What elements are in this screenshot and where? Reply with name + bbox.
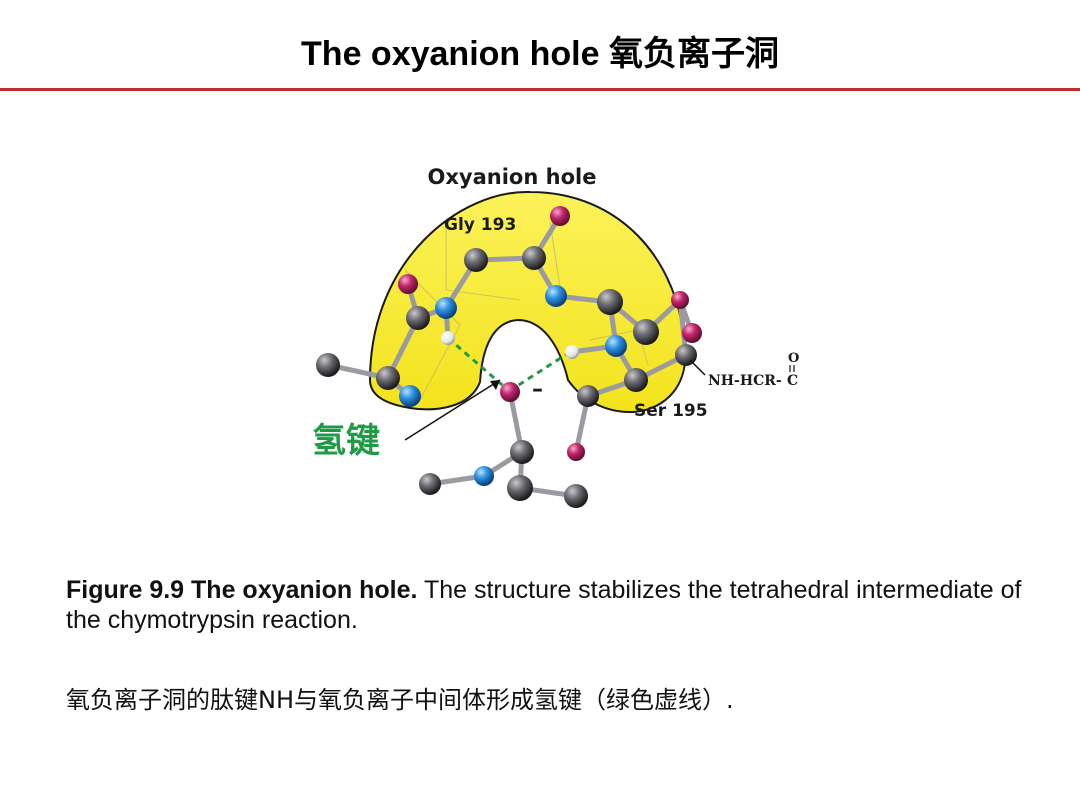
- slide-title: The oxyanion hole 氧负离子洞: [301, 35, 779, 73]
- oxyanion-hole-diagram: Oxyanion hole Gly 193 Ser 195 – NH-HCR- …: [312, 165, 799, 508]
- atom-carbon: [376, 366, 400, 390]
- label-carbonyl-oxygen: O: [788, 351, 799, 366]
- atom-carbon: [577, 385, 599, 407]
- atom-carbon: [464, 248, 488, 272]
- atom-oxygen: [671, 291, 689, 309]
- atom-carbon: [419, 473, 441, 495]
- atom-oxygen: [682, 323, 702, 343]
- label-substrate-chain: NH-HCR-: [708, 373, 782, 389]
- hbond-pointer-line: [404, 379, 501, 441]
- atom-nitrogen: [435, 297, 457, 319]
- atom-nitrogen: [545, 285, 567, 307]
- atom-carbon: [564, 484, 588, 508]
- atom-nitrogen: [605, 335, 627, 357]
- atom-carbon: [522, 246, 546, 270]
- title-divider: [0, 88, 1080, 91]
- label-hydrogen-bond: 氢键: [312, 421, 380, 461]
- caption-figure-number: Figure 9.9 The oxyanion hole.: [66, 576, 418, 604]
- atom-carbon: [597, 289, 623, 315]
- label-gly-193: Gly 193: [444, 215, 516, 235]
- atom-oxygen: [398, 274, 418, 294]
- atom-carbon: [633, 319, 659, 345]
- atom-hydrogen: [565, 345, 579, 359]
- atom-carbon: [406, 306, 430, 330]
- substrate-link-line: [689, 359, 706, 376]
- atom-nitrogen: [399, 385, 421, 407]
- atoms: [316, 206, 702, 508]
- atom-oxygen-anion: [500, 382, 520, 402]
- label-carbonyl-carbon: C: [787, 373, 798, 389]
- atom-carbon: [316, 353, 340, 377]
- chinese-note: 氧负离子洞的肽键NH与氧负离子中间体形成氢键（绿色虚线）.: [66, 686, 734, 714]
- pocket-shape: [368, 190, 687, 414]
- atom-carbon: [624, 368, 648, 392]
- caption-text: The structure stabilizes the tetrahedral…: [66, 576, 1022, 634]
- atom-carbon: [507, 475, 533, 501]
- label-ser-195: Ser 195: [634, 401, 708, 421]
- atom-hydrogen: [441, 331, 455, 345]
- atom-nitrogen: [474, 466, 494, 486]
- atom-carbon: [510, 440, 534, 464]
- hbond-pointer-arrowhead: [490, 380, 500, 390]
- label-oxyanion-hole: Oxyanion hole: [428, 165, 597, 189]
- atom-oxygen: [550, 206, 570, 226]
- oxyanion-hole-figure: Oxyanion hole Gly 193 Ser 195 – NH-HCR- …: [300, 150, 820, 525]
- atom-oxygen: [567, 443, 585, 461]
- label-negative-charge: –: [532, 377, 543, 402]
- figure-caption: Figure 9.9 The oxyanion hole. The struct…: [66, 575, 1026, 635]
